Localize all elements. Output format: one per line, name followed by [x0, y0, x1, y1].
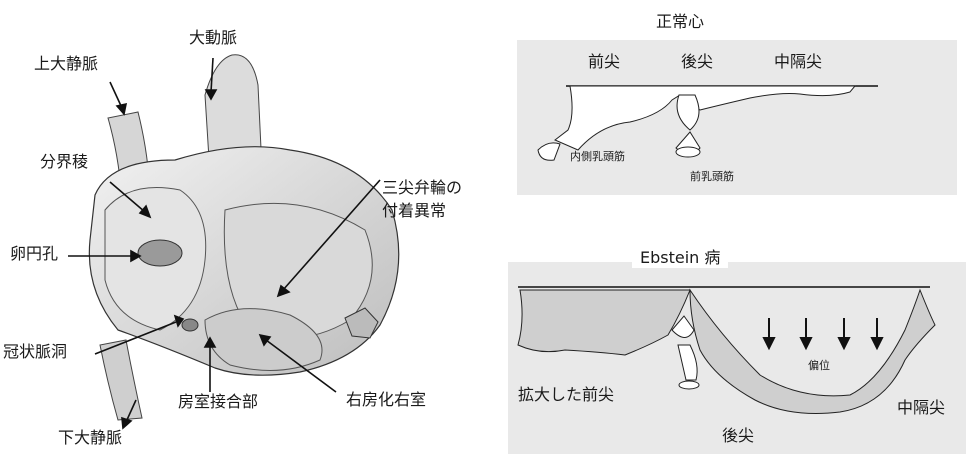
ebstein-posterior-leaflet-label: 後尖: [722, 428, 754, 444]
displacement-label: 偏位: [808, 360, 830, 371]
enlarged-anterior-leaflet-label: 拡大した前尖: [518, 387, 614, 403]
ebstein-septal-leaflet-label: 中隔尖: [897, 400, 945, 416]
ebstein-title: Ebstein 病: [632, 244, 728, 268]
